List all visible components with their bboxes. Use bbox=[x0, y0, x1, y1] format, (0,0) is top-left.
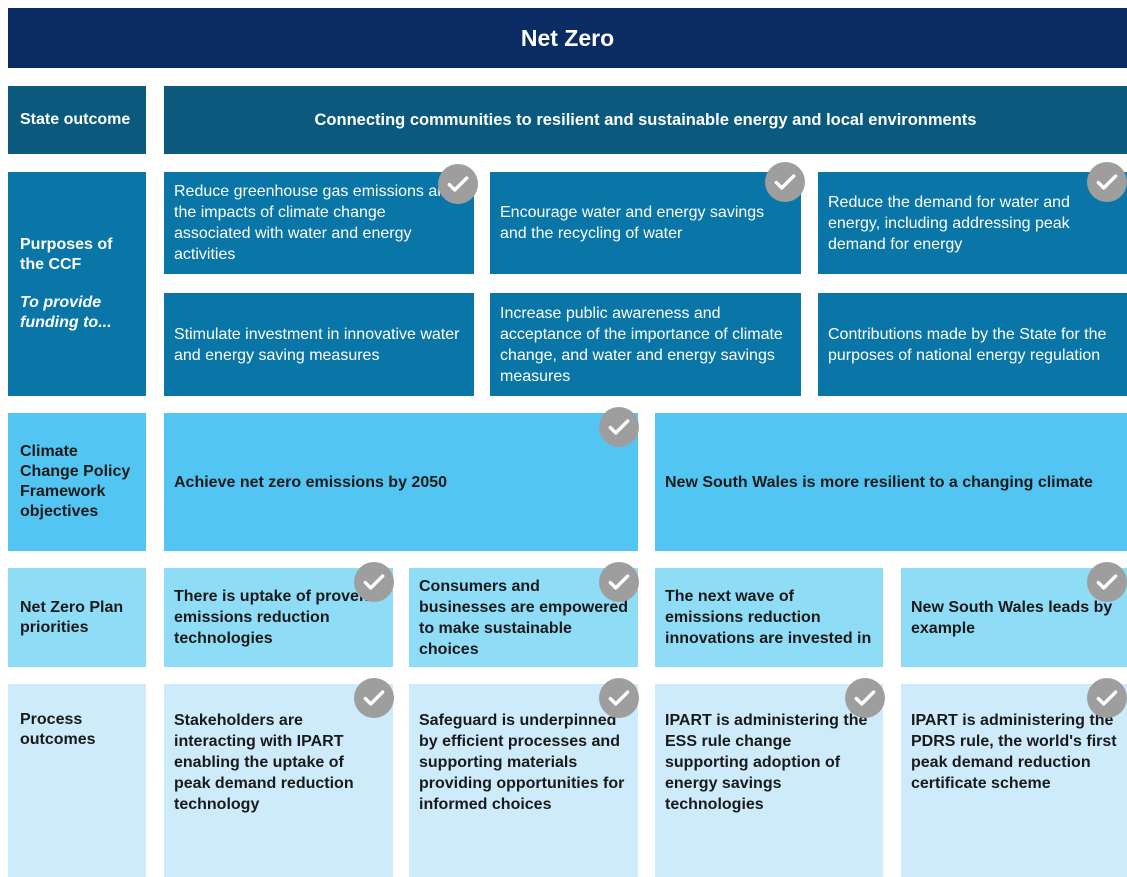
purpose-text-6: Contributions made by the State for the … bbox=[828, 325, 1107, 364]
check-circle-icon bbox=[1087, 678, 1127, 718]
label-purposes-text: Purposes of the CCF bbox=[20, 236, 113, 273]
purpose-cell-2: Encourage water and energy savings and t… bbox=[490, 172, 801, 274]
check-circle-icon bbox=[599, 562, 639, 602]
purpose-text-2: Encourage water and energy savings and t… bbox=[500, 204, 765, 242]
check-circle-icon bbox=[765, 162, 805, 202]
process-text-4: IPART is administering the PDRS rule, th… bbox=[911, 712, 1117, 792]
process-cell-1: Stakeholders are interacting with IPART … bbox=[164, 684, 393, 877]
priority-text-1: There is uptake of proven emissions redu… bbox=[174, 588, 369, 647]
state-outcome-text: Connecting communities to resilient and … bbox=[314, 110, 977, 129]
label-priorities-text: Net Zero Plan priorities bbox=[20, 598, 124, 636]
check-circle-icon bbox=[438, 164, 478, 204]
label-purposes-subtext: To provide funding to... bbox=[20, 294, 112, 331]
priority-cell-3: The next wave of emissions reduction inn… bbox=[655, 568, 883, 667]
label-objectives: Climate Change Policy Framework objectiv… bbox=[8, 413, 146, 551]
objective-cell-1: Achieve net zero emissions by 2050 bbox=[164, 413, 638, 551]
check-circle-icon bbox=[354, 678, 394, 718]
process-cell-3: IPART is administering the ESS rule chan… bbox=[655, 684, 883, 877]
check-circle-icon bbox=[354, 562, 394, 602]
purpose-text-5: Increase public awareness and acceptance… bbox=[500, 304, 783, 385]
label-state-outcome-text: State outcome bbox=[20, 111, 131, 128]
label-state-outcome: State outcome bbox=[8, 86, 146, 154]
priority-text-2: Consumers and businesses are empowered t… bbox=[419, 577, 628, 658]
priority-text-3: The next wave of emissions reduction inn… bbox=[665, 588, 872, 647]
purpose-text-4: Stimulate investment in innovative water… bbox=[174, 325, 460, 364]
check-circle-icon bbox=[1087, 162, 1127, 202]
label-purposes: Purposes of the CCF To provide funding t… bbox=[8, 172, 146, 396]
page-title: Net Zero bbox=[8, 8, 1127, 68]
process-text-1: Stakeholders are interacting with IPART … bbox=[174, 712, 354, 813]
purpose-cell-6: Contributions made by the State for the … bbox=[818, 293, 1127, 396]
check-circle-icon bbox=[845, 678, 885, 718]
purpose-text-3: Reduce the demand for water and energy, … bbox=[828, 193, 1070, 253]
priority-cell-4: New South Wales leads by example bbox=[901, 568, 1127, 667]
check-circle-icon bbox=[599, 678, 639, 718]
purpose-cell-3: Reduce the demand for water and energy, … bbox=[818, 172, 1127, 274]
label-process-outcomes-text: Process outcomes bbox=[20, 711, 96, 748]
process-cell-4: IPART is administering the PDRS rule, th… bbox=[901, 684, 1127, 877]
process-cell-2: Safeguard is underpinned by efficient pr… bbox=[409, 684, 638, 877]
priority-text-4: New South Wales leads by example bbox=[911, 598, 1113, 637]
state-outcome-cell: Connecting communities to resilient and … bbox=[164, 86, 1127, 154]
objective-text-2: New South Wales is more resilient to a c… bbox=[665, 473, 1093, 491]
check-circle-icon bbox=[1087, 562, 1127, 602]
purpose-cell-4: Stimulate investment in innovative water… bbox=[164, 293, 474, 396]
label-priorities: Net Zero Plan priorities bbox=[8, 568, 146, 667]
label-objectives-text: Climate Change Policy Framework objectiv… bbox=[20, 443, 131, 520]
label-process-outcomes: Process outcomes bbox=[8, 684, 146, 877]
purpose-cell-5: Increase public awareness and acceptance… bbox=[490, 293, 801, 396]
purpose-cell-1: Reduce greenhouse gas emissions and the … bbox=[164, 172, 474, 274]
process-text-2: Safeguard is underpinned by efficient pr… bbox=[419, 712, 625, 813]
objective-text-1: Achieve net zero emissions by 2050 bbox=[174, 473, 448, 491]
purpose-text-1: Reduce greenhouse gas emissions and the … bbox=[174, 183, 456, 263]
check-circle-icon bbox=[599, 407, 639, 447]
process-text-3: IPART is administering the ESS rule chan… bbox=[665, 712, 868, 813]
objective-cell-2: New South Wales is more resilient to a c… bbox=[655, 413, 1127, 551]
